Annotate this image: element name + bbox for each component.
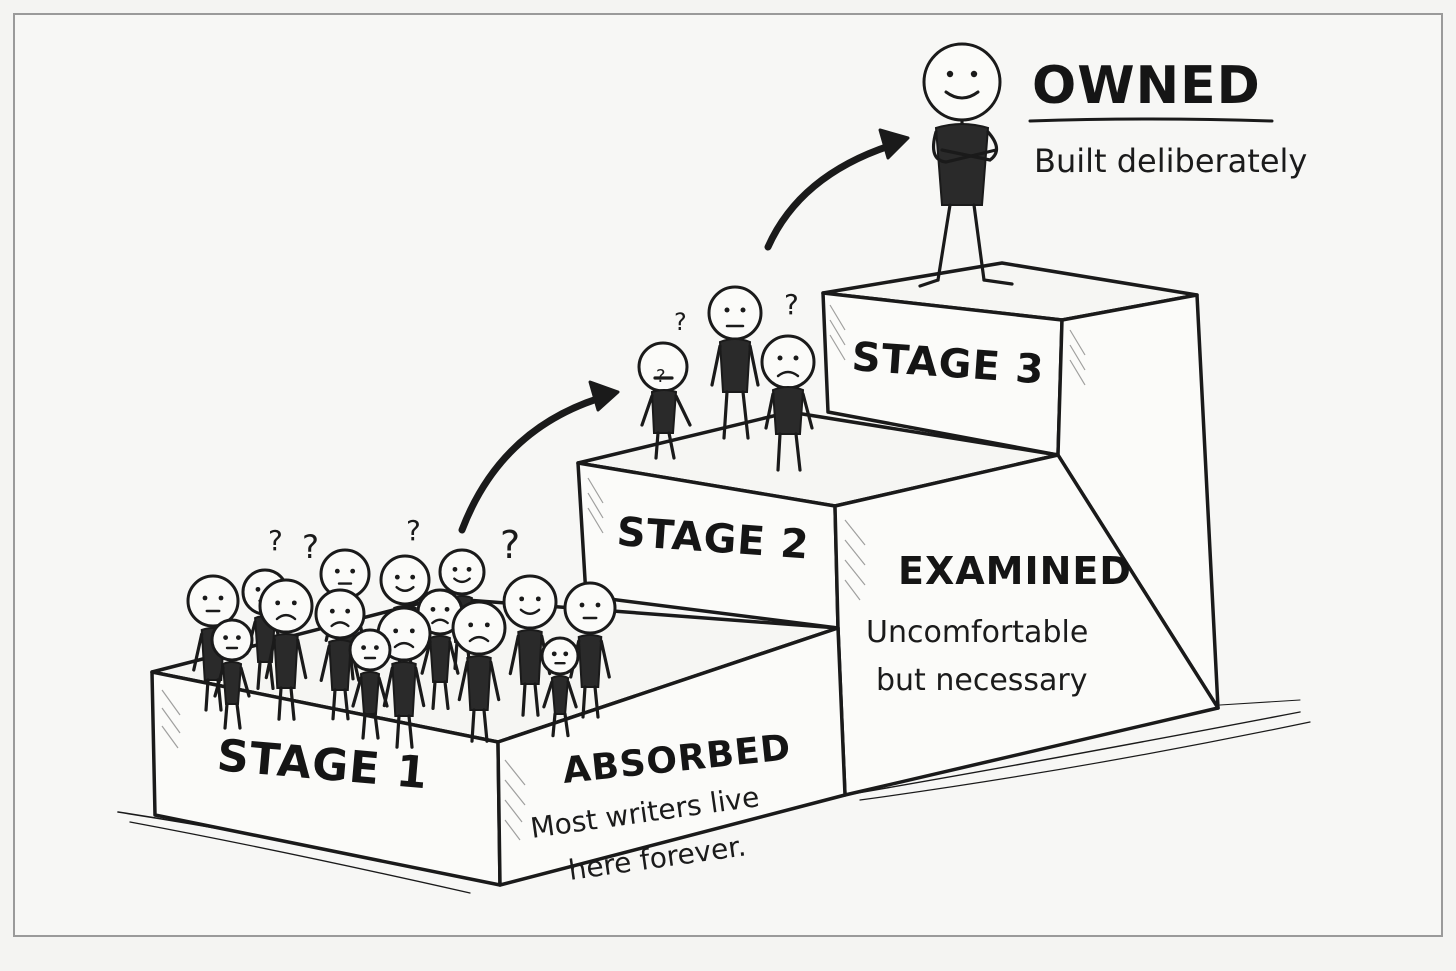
question-mark: ? <box>268 524 283 557</box>
question-mark: ? <box>656 366 666 387</box>
crowd-figure <box>502 574 558 717</box>
question-mark: ? <box>674 308 687 336</box>
crowd-figure <box>258 578 314 721</box>
crowd-figure <box>210 618 254 730</box>
stage-2-caption-line-1: Uncomfortable <box>866 615 1088 650</box>
crowd-figure <box>416 588 464 710</box>
owned-underline <box>1028 117 1274 123</box>
stage-3-title: OWNED <box>1032 56 1261 116</box>
stage-1-crowd <box>186 548 617 749</box>
stage-2-title: EXAMINED <box>898 549 1132 593</box>
crowd-figure <box>451 600 507 743</box>
stage-3-caption-line-1: Built deliberately <box>1034 142 1307 180</box>
stage-3-block <box>821 261 1220 710</box>
question-mark: ? <box>500 523 520 567</box>
crowd-figure <box>540 636 580 738</box>
crowd-figure <box>348 628 392 740</box>
stage-2-caption-line-2: but necessary <box>876 663 1088 698</box>
arrow-stage-2-to-3 <box>764 128 910 251</box>
question-mark: ? <box>302 528 319 566</box>
stage-2-figure-1 <box>637 341 692 460</box>
question-marks: ? ? ? ? ? ? ? <box>268 288 799 567</box>
question-mark: ? <box>406 514 421 547</box>
stage-2-block <box>576 410 1220 797</box>
stage-3-figure <box>918 42 1014 288</box>
stage-2-figure-2 <box>707 285 763 440</box>
arrow-stage-1-to-2 <box>458 380 620 534</box>
question-mark: ? <box>784 288 799 321</box>
stage-2-figure-3 <box>760 334 816 472</box>
